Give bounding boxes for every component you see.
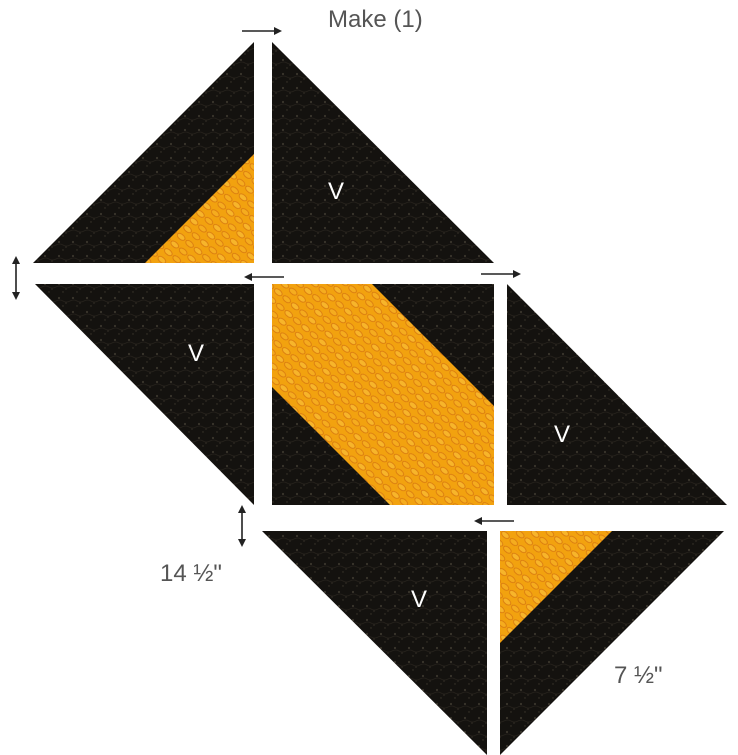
middle-left-triangle-v: V (35, 284, 254, 505)
arrow-right-icon (481, 270, 521, 278)
double-arrow-vertical-icon (238, 505, 246, 547)
top-right-triangle-v: V (272, 42, 494, 263)
top-left-triangle-unit (33, 42, 254, 263)
arrow-right-icon (242, 27, 282, 35)
bottom-left-triangle-v: V (262, 531, 487, 755)
arrow-left-icon (244, 273, 284, 281)
bottom-right-triangle-unit (500, 531, 724, 755)
double-arrow-vertical-icon (12, 256, 20, 300)
arrow-left-icon (474, 517, 514, 525)
unit-size-label: 7 ½" (614, 662, 663, 689)
pressing-arrows (12, 27, 521, 547)
piece-v-label: V (188, 340, 204, 367)
make-quantity-label: Make (1) (328, 6, 423, 33)
center-square-unit (272, 284, 494, 505)
piece-v-label: V (328, 178, 344, 205)
piece-v-label: V (554, 421, 570, 448)
block-size-label: 14 ½" (160, 560, 222, 587)
middle-right-triangle-v: V (507, 284, 727, 505)
piece-v-label: V (411, 586, 427, 613)
